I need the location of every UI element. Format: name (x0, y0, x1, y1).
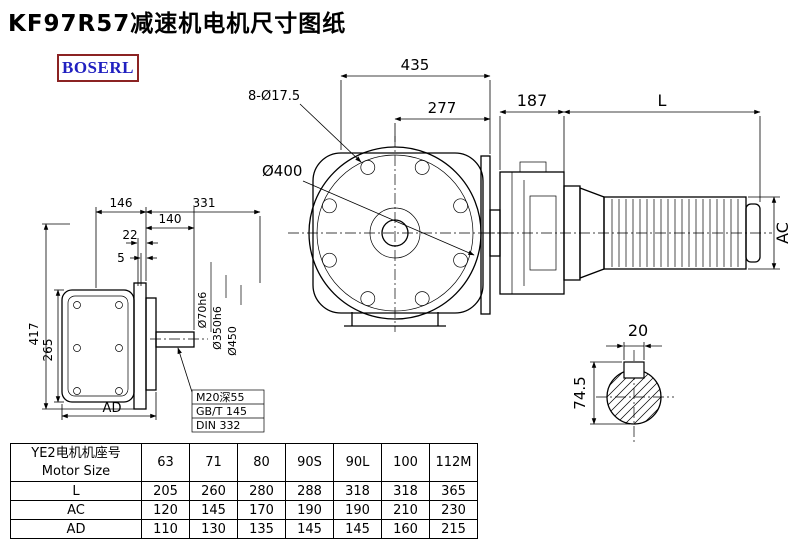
table-cell: 110 (141, 519, 190, 539)
header-label-cn: YE2电机机座号 (31, 445, 121, 461)
housing-top-boss (519, 161, 547, 173)
table-cell: 145 (189, 500, 238, 520)
table-cell: 145 (285, 519, 334, 539)
dim-flange-label: Ø400 (262, 162, 302, 180)
leader-flange (302, 180, 475, 256)
dim-5-label: 5 (117, 251, 125, 265)
boserl-logo: BOSERL (57, 54, 139, 82)
flange-circle-inner (316, 154, 474, 312)
dim-L-label: L (658, 91, 667, 110)
housing-side-inner (67, 295, 129, 397)
keyway (623, 361, 645, 379)
section-hatching (607, 370, 661, 424)
table-row-L: L 205 260 280 288 318 318 365 (10, 481, 478, 501)
table-cell: 130 (189, 519, 238, 539)
motor-fins (611, 199, 739, 267)
header-cell-90L: 90L (333, 443, 382, 482)
dim-shaft-dia-label: Ø70h6 (196, 292, 209, 329)
table-cell: 145 (333, 519, 382, 539)
page-title: KF97R57减速机电机尺寸图纸 (8, 11, 347, 37)
front-view: 435 277 8-Ø17.5 Ø400 (248, 56, 508, 332)
output-flange-plate (133, 282, 147, 410)
table-cell: 205 (141, 481, 190, 501)
leader-bolt-holes (299, 103, 362, 163)
note-leader (177, 347, 193, 393)
table-row-AD: AD 110 130 135 145 145 160 215 (10, 519, 478, 539)
output-shaft (155, 331, 195, 348)
housing-bolts (73, 301, 123, 395)
note-din-label: DIN 332 (196, 419, 240, 432)
table-cell: 280 (237, 481, 286, 501)
table-cell: 215 (429, 519, 478, 539)
header-label-en: Motor Size (41, 463, 111, 479)
shaft-section-view: 74.5 20 (571, 321, 674, 445)
dim-435-label: 435 (401, 56, 430, 74)
row-label-L: L (10, 481, 142, 501)
table-row-AC: AC 120 145 170 190 190 210 230 (10, 500, 478, 520)
header-cell-71: 71 (189, 443, 238, 482)
motor-side-view: 187 L AC (484, 91, 792, 295)
spigot-plate (145, 297, 157, 391)
dim-277-label: 277 (428, 99, 457, 117)
dim-74-5-label: 74.5 (571, 376, 589, 409)
table-cell: 170 (237, 500, 286, 520)
table-cell: 190 (285, 500, 334, 520)
motor-end-cap (745, 203, 761, 263)
table-cell: 190 (333, 500, 382, 520)
housing-side-outer (61, 289, 135, 403)
left-side-view: 146 331 140 22 5 417 265 AD Ø70h6 Ø350h (27, 196, 265, 433)
table-cell: 260 (189, 481, 238, 501)
dim-flange-od-label: Ø450 (226, 326, 239, 356)
dim-AD-label: AD (103, 401, 122, 416)
note-gbt-label: GB/T 145 (196, 405, 247, 418)
base-feet (344, 312, 446, 327)
dim-spigot-dia-label: Ø350h6 (211, 306, 224, 350)
header-cell-112M: 112M (429, 443, 478, 482)
table-cell: 318 (381, 481, 430, 501)
table-cell: 288 (285, 481, 334, 501)
dim-22-label: 22 (122, 228, 137, 242)
header-cell-100: 100 (381, 443, 430, 482)
dim-AC-label: AC (773, 222, 792, 244)
row-label-AD: AD (10, 519, 142, 539)
note-box (191, 389, 265, 433)
table-cell: 210 (381, 500, 430, 520)
header-cell-motor-size: YE2电机机座号 Motor Size (10, 443, 142, 482)
table-cell: 318 (333, 481, 382, 501)
shaft-bore (381, 219, 409, 247)
table-cell: 120 (141, 500, 190, 520)
header-cell-63: 63 (141, 443, 190, 482)
row-label-AC: AC (10, 500, 142, 520)
dim-20-label: 20 (628, 321, 648, 340)
dim-265-label: 265 (41, 339, 55, 362)
bolt-holes (322, 160, 468, 306)
dim-417-label: 417 (27, 323, 41, 346)
table-cell: 230 (429, 500, 478, 520)
dim-187-label: 187 (517, 91, 548, 110)
table-header-row: YE2电机机座号 Motor Size 63 71 80 90S 90L 100… (10, 443, 478, 482)
motor-size-table: YE2电机机座号 Motor Size 63 71 80 90S 90L 100… (10, 443, 478, 539)
hub-circle (369, 207, 421, 259)
bearing-cartridge (529, 195, 557, 271)
housing-outline (312, 152, 484, 314)
dim-140-label: 140 (159, 212, 182, 226)
table-cell: 135 (237, 519, 286, 539)
header-cell-90S: 90S (285, 443, 334, 482)
note-tap-label: M20深55 (196, 391, 245, 404)
dim-bolt-holes-label: 8-Ø17.5 (248, 89, 300, 104)
table-cell: 160 (381, 519, 430, 539)
dim-331-label: 331 (193, 196, 216, 210)
dim-146-label: 146 (110, 196, 133, 210)
table-cell: 365 (429, 481, 478, 501)
logo-text: BOSERL (62, 58, 134, 77)
flange-circle-outer (308, 146, 482, 320)
header-cell-80: 80 (237, 443, 286, 482)
